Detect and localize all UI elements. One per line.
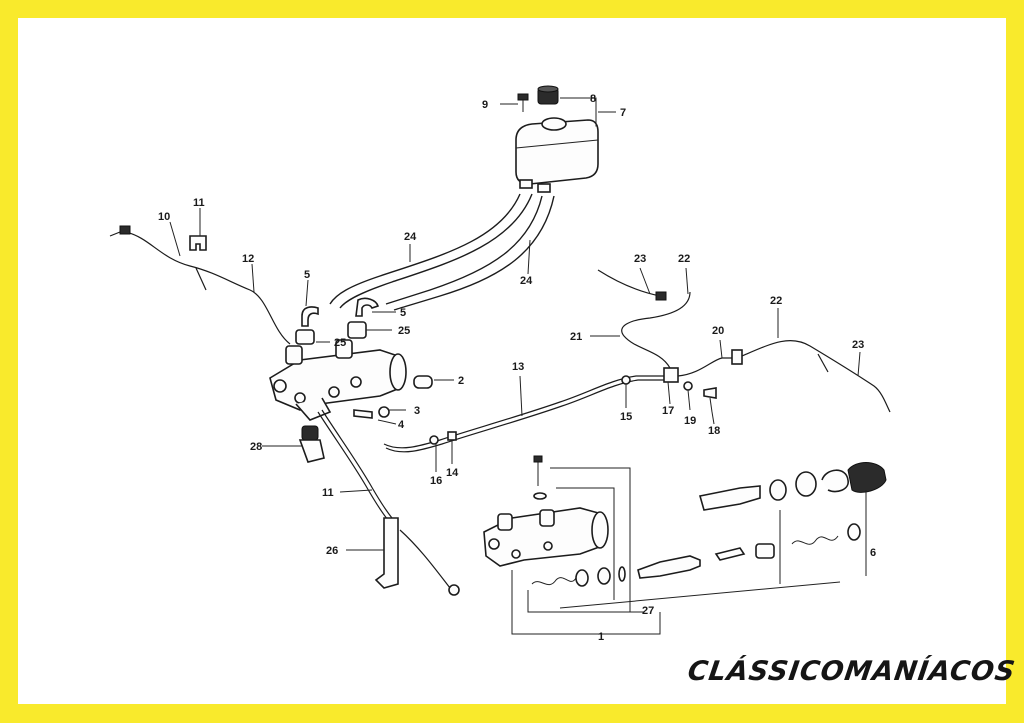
brake-pipe-12: [317, 409, 460, 596]
callout-9: 9: [482, 99, 488, 111]
callout-21: 21: [570, 331, 582, 343]
hose-bracket: [374, 517, 399, 589]
callout-16: 16: [430, 475, 442, 487]
callout-13: 12: [242, 253, 254, 265]
reservoir-cap: [537, 85, 559, 105]
callout-15-left: 14: [446, 467, 459, 479]
callout-10: 10: [158, 211, 170, 223]
banjo-bolt: [703, 387, 717, 413]
cap-screw: [517, 93, 529, 112]
callout-17: 17: [662, 405, 674, 417]
piston-part-2: [413, 375, 433, 389]
callout-1: 1: [598, 631, 604, 643]
callout-2: 2: [458, 375, 464, 387]
reservoir-hoses: [329, 193, 555, 311]
callout-27: 27: [642, 605, 654, 617]
callout-24-upper: 24: [404, 231, 417, 243]
callout-6: 6: [870, 547, 876, 559]
callout-5-lower: 5: [400, 307, 406, 319]
callout-11: 11: [193, 197, 205, 209]
callout-4: 4: [398, 419, 405, 431]
callout-15-right: 15: [620, 411, 632, 423]
master-cylinder-exploded: [483, 455, 609, 567]
callout-14: 13: [512, 361, 524, 373]
callout-19: 19: [684, 415, 696, 427]
callout-18: 18: [708, 425, 720, 437]
brake-pipe-left: [109, 225, 291, 345]
pipe-clip: [189, 235, 207, 251]
callout-23-left: 23: [634, 253, 646, 265]
bolt-washer: [353, 406, 390, 419]
pressure-switch: [298, 425, 325, 463]
brand-logo: CLÁSSICOMANÍACOS: [685, 656, 1018, 687]
washer-19: [683, 381, 693, 391]
fluid-reservoir: [515, 117, 599, 193]
callout-22-right: 22: [770, 295, 782, 307]
callout-25-right: 25: [398, 325, 410, 337]
t-piece: [663, 367, 679, 383]
callout-8: 8: [590, 93, 596, 105]
callout-25-left: 25: [334, 337, 346, 349]
pipes-right: [597, 269, 891, 413]
hose-fittings: [295, 297, 380, 345]
master-cylinder-assembly: [269, 339, 407, 421]
callout-28: 28: [250, 441, 262, 453]
callout-24-lower: 24: [520, 275, 533, 287]
brake-pipe-14: [383, 375, 666, 453]
callout-12: 11: [322, 487, 334, 499]
callout-22-left: 22: [678, 253, 690, 265]
callout-3: 3: [414, 405, 420, 417]
callout-20: 20: [712, 325, 724, 337]
piston-parts: [531, 462, 887, 587]
callout-26: 26: [326, 545, 338, 557]
leader-lines: [169, 97, 867, 551]
callout-5-upper: 5: [304, 269, 310, 281]
callout-23-right: 23: [852, 339, 864, 351]
bracket-lines: [511, 467, 867, 635]
callout-7: 7: [620, 107, 626, 119]
